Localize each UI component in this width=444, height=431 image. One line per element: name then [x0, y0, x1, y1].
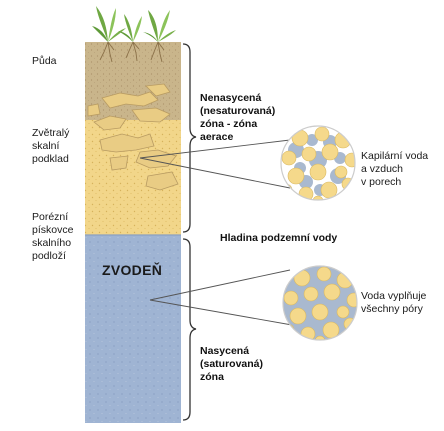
water-table-label: Hladina podzemní vody	[220, 232, 338, 244]
porous-sandstone-label: Porézní pískovce skalního podloží	[32, 211, 74, 262]
plant-icon	[118, 14, 142, 42]
leader-lines	[139, 139, 293, 326]
saturated-zone-label: Nasycená (saturovaná) zóna	[200, 345, 264, 383]
weathered-bedrock-label: Zvětralý skalní podklad	[32, 127, 70, 165]
aquifer-label: ZVODEŇ	[102, 262, 163, 278]
plant-roots	[99, 41, 165, 63]
saturated-zone-brace	[182, 238, 197, 421]
plant-icon	[143, 10, 176, 42]
unsaturated-zone-label: Nenasycená (nesaturovaná) zóna - zóna ae…	[200, 92, 276, 143]
capillary-water-label: Kapilární voda a vzduch v porech	[361, 150, 429, 188]
plant-icon	[92, 6, 126, 42]
pore-detail-icon	[282, 265, 358, 341]
water-fills-pores-label: Voda vyplňuje všechny póry	[361, 290, 427, 315]
unsaturated-zone-brace	[182, 43, 197, 233]
pore-detail-icon	[280, 125, 356, 201]
soil-label: Půda	[32, 55, 57, 67]
